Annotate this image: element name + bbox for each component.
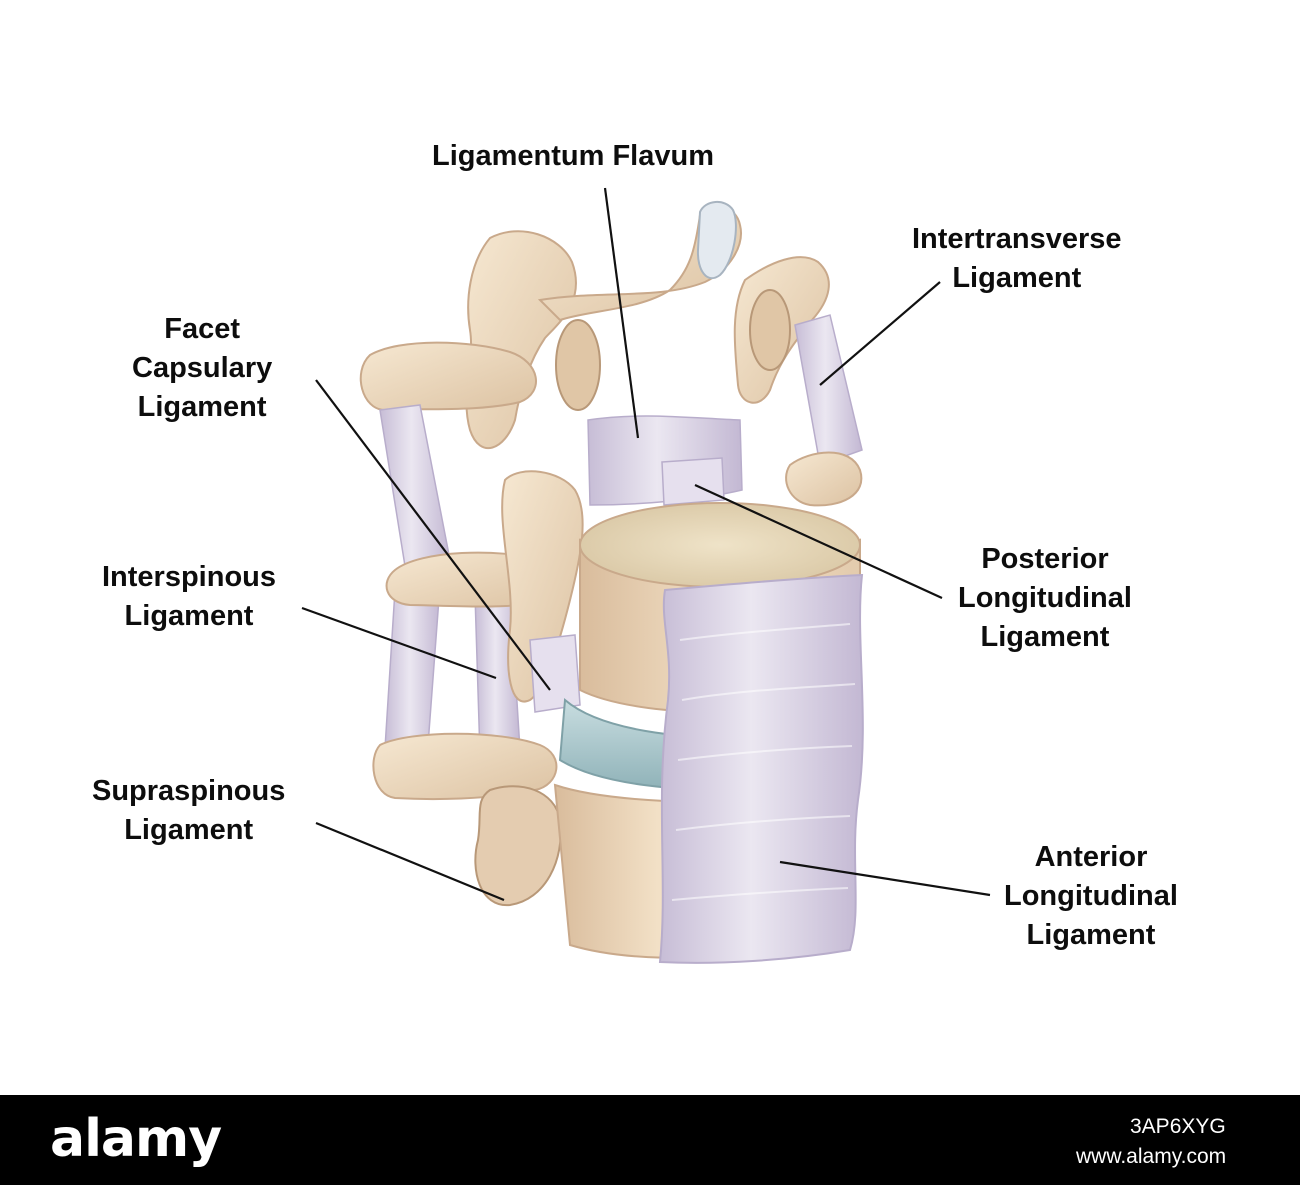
label-intertransverse-ligament: Intertransverse Ligament [912,223,1122,294]
leader-supraspinous [315,821,505,902]
lower-right-transverse-process [785,451,863,507]
label-facet-capsulary-ligament: Facet Capsulary Ligament [132,313,273,423]
label-interspinous-ligament: Interspinous Ligament [102,561,277,632]
leader-interspinous [301,606,497,680]
facet-capsulary-ligament-shape [529,634,581,713]
label-anterior-longitudinal-ligament: Anterior Longitudinal Ligament [1004,841,1178,951]
upper-left-transverse-process [359,341,537,412]
intertransverse-ligament-shape [794,314,863,467]
label-posterior-longitudinal-ligament: Posterior Longitudinal Ligament [958,543,1132,653]
upper-spinous-tip [696,201,737,280]
upper-endplate [579,502,861,588]
anterior-longitudinal-ligament-shape [658,573,864,964]
facet-joint-right [749,289,791,371]
leader-posterior-longitudinal [694,483,943,600]
image-code: 3AP6XYG [1130,1115,1226,1138]
website-url: www.alamy.com [1076,1145,1227,1168]
facet-joint-left [555,319,601,411]
supraspinous-ligament-lower [384,584,441,749]
posterior-longitudinal-ligament-shape [661,457,725,506]
label-supraspinous-ligament: Supraspinous Ligament [92,775,286,846]
leader-lines [301,187,991,902]
leader-ligamentum-flavum [603,187,640,439]
label-ligamentum-flavum: Ligamentum Flavum [432,140,714,172]
vertebrae-illustration [301,187,991,964]
leader-intertransverse [819,281,941,386]
leader-anterior-longitudinal [779,860,991,897]
alamy-logo: alamy [50,1109,222,1169]
stock-watermark-bar: alamy 3AP6XYG www.alamy.com [0,1095,1300,1185]
leader-facet-capsulary [315,379,551,691]
spine-ligament-diagram: Ligamentum Flavum Intertransverse Ligame… [92,140,1178,964]
lower-lamina [474,785,562,907]
ligament-fiber-texture [671,623,856,901]
